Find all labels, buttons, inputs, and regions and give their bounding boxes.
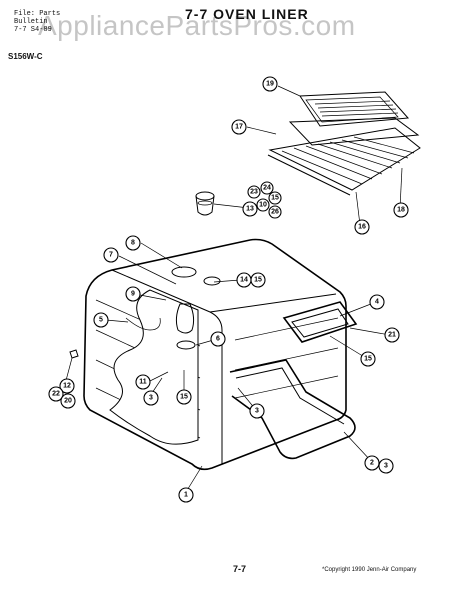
- broiler-pan: [299, 91, 410, 127]
- callout-26: 26: [268, 205, 282, 219]
- callout-8: 8: [125, 235, 141, 251]
- callout-4: 4: [369, 294, 385, 310]
- svg-text:14: 14: [240, 277, 248, 284]
- svg-text:5: 5: [99, 317, 103, 324]
- watermark: AppliancePartsPros.com: [38, 10, 356, 41]
- svg-text:15: 15: [180, 394, 188, 401]
- broiler-pan-insert: [288, 117, 420, 146]
- svg-text:26: 26: [271, 209, 279, 216]
- callout-3-a: 3: [143, 390, 159, 406]
- bulletin-date: 7-7 S4-89: [14, 26, 52, 34]
- callout-15-d: 15: [176, 389, 192, 405]
- light-socket: [195, 191, 215, 216]
- callout-23: 23: [247, 185, 261, 199]
- callout-1: 1: [178, 487, 194, 503]
- callout-15-a: 15: [268, 191, 282, 205]
- callout-15-b: 15: [250, 272, 266, 288]
- svg-text:20: 20: [64, 398, 72, 405]
- svg-text:15: 15: [271, 195, 279, 202]
- svg-text:4: 4: [375, 299, 379, 306]
- svg-text:22: 22: [52, 391, 60, 398]
- page-title: 7-7 OVEN LINER: [185, 6, 309, 22]
- callout-3-c: 3: [378, 458, 394, 474]
- svg-text:16: 16: [358, 224, 366, 231]
- callout-3-b: 3: [249, 403, 265, 419]
- bulletin-label: Bulletin: [14, 18, 48, 26]
- callout-20: 20: [60, 393, 76, 409]
- screw: [69, 349, 79, 359]
- svg-text:24: 24: [263, 185, 271, 192]
- callout-10: 10: [256, 198, 270, 212]
- callout-13: 13: [242, 201, 258, 217]
- callout-6: 6: [210, 331, 226, 347]
- copyright-notice: *Copyright 1990 Jenn-Air Company: [322, 567, 417, 573]
- leader-lines: [63, 85, 403, 493]
- svg-text:23: 23: [250, 189, 258, 196]
- oven-rack: [267, 127, 421, 196]
- light-bulb: [175, 303, 195, 334]
- svg-text:3: 3: [149, 395, 153, 402]
- callout-12: 12: [59, 378, 75, 394]
- svg-text:12: 12: [63, 383, 71, 390]
- callout-2: 2: [364, 455, 380, 471]
- svg-text:13: 13: [246, 206, 254, 213]
- callout-5: 5: [93, 312, 109, 328]
- callout-7: 7: [103, 247, 119, 263]
- callout-9: 9: [125, 286, 141, 302]
- svg-text:8: 8: [131, 240, 135, 247]
- svg-text:3: 3: [384, 463, 388, 470]
- oven-liner: [83, 238, 347, 471]
- svg-text:9: 9: [131, 291, 135, 298]
- svg-text:2: 2: [370, 460, 374, 467]
- svg-text:18: 18: [397, 207, 405, 214]
- callout-17: 17: [231, 119, 247, 135]
- broil-element: [282, 301, 358, 343]
- callout-22: 22: [48, 386, 64, 402]
- callout-21: 21: [384, 327, 400, 343]
- svg-text:10: 10: [259, 202, 267, 209]
- svg-text:15: 15: [364, 356, 372, 363]
- page-number: 7-7: [233, 564, 247, 574]
- svg-text:7: 7: [109, 252, 113, 259]
- gasket: [125, 317, 161, 331]
- svg-text:21: 21: [388, 332, 396, 339]
- file-label: File: Parts: [14, 10, 61, 18]
- svg-text:17: 17: [235, 124, 243, 131]
- svg-text:19: 19: [266, 81, 274, 88]
- callout-14: 14: [236, 272, 252, 288]
- callout-15-c: 15: [360, 351, 376, 367]
- svg-text:11: 11: [139, 379, 147, 386]
- callout-18: 18: [393, 202, 409, 218]
- svg-text:1: 1: [184, 492, 188, 499]
- bake-element: [229, 359, 356, 460]
- callout-24: 24: [260, 181, 274, 195]
- light-lens-ring: [176, 340, 196, 350]
- model-number: S156W-C: [8, 52, 43, 61]
- svg-text:3: 3: [255, 408, 259, 415]
- callout-16: 16: [354, 219, 370, 235]
- callout-11: 11: [135, 374, 151, 390]
- svg-text:15: 15: [254, 277, 262, 284]
- svg-text:6: 6: [216, 336, 220, 343]
- callout-19: 19: [262, 76, 278, 92]
